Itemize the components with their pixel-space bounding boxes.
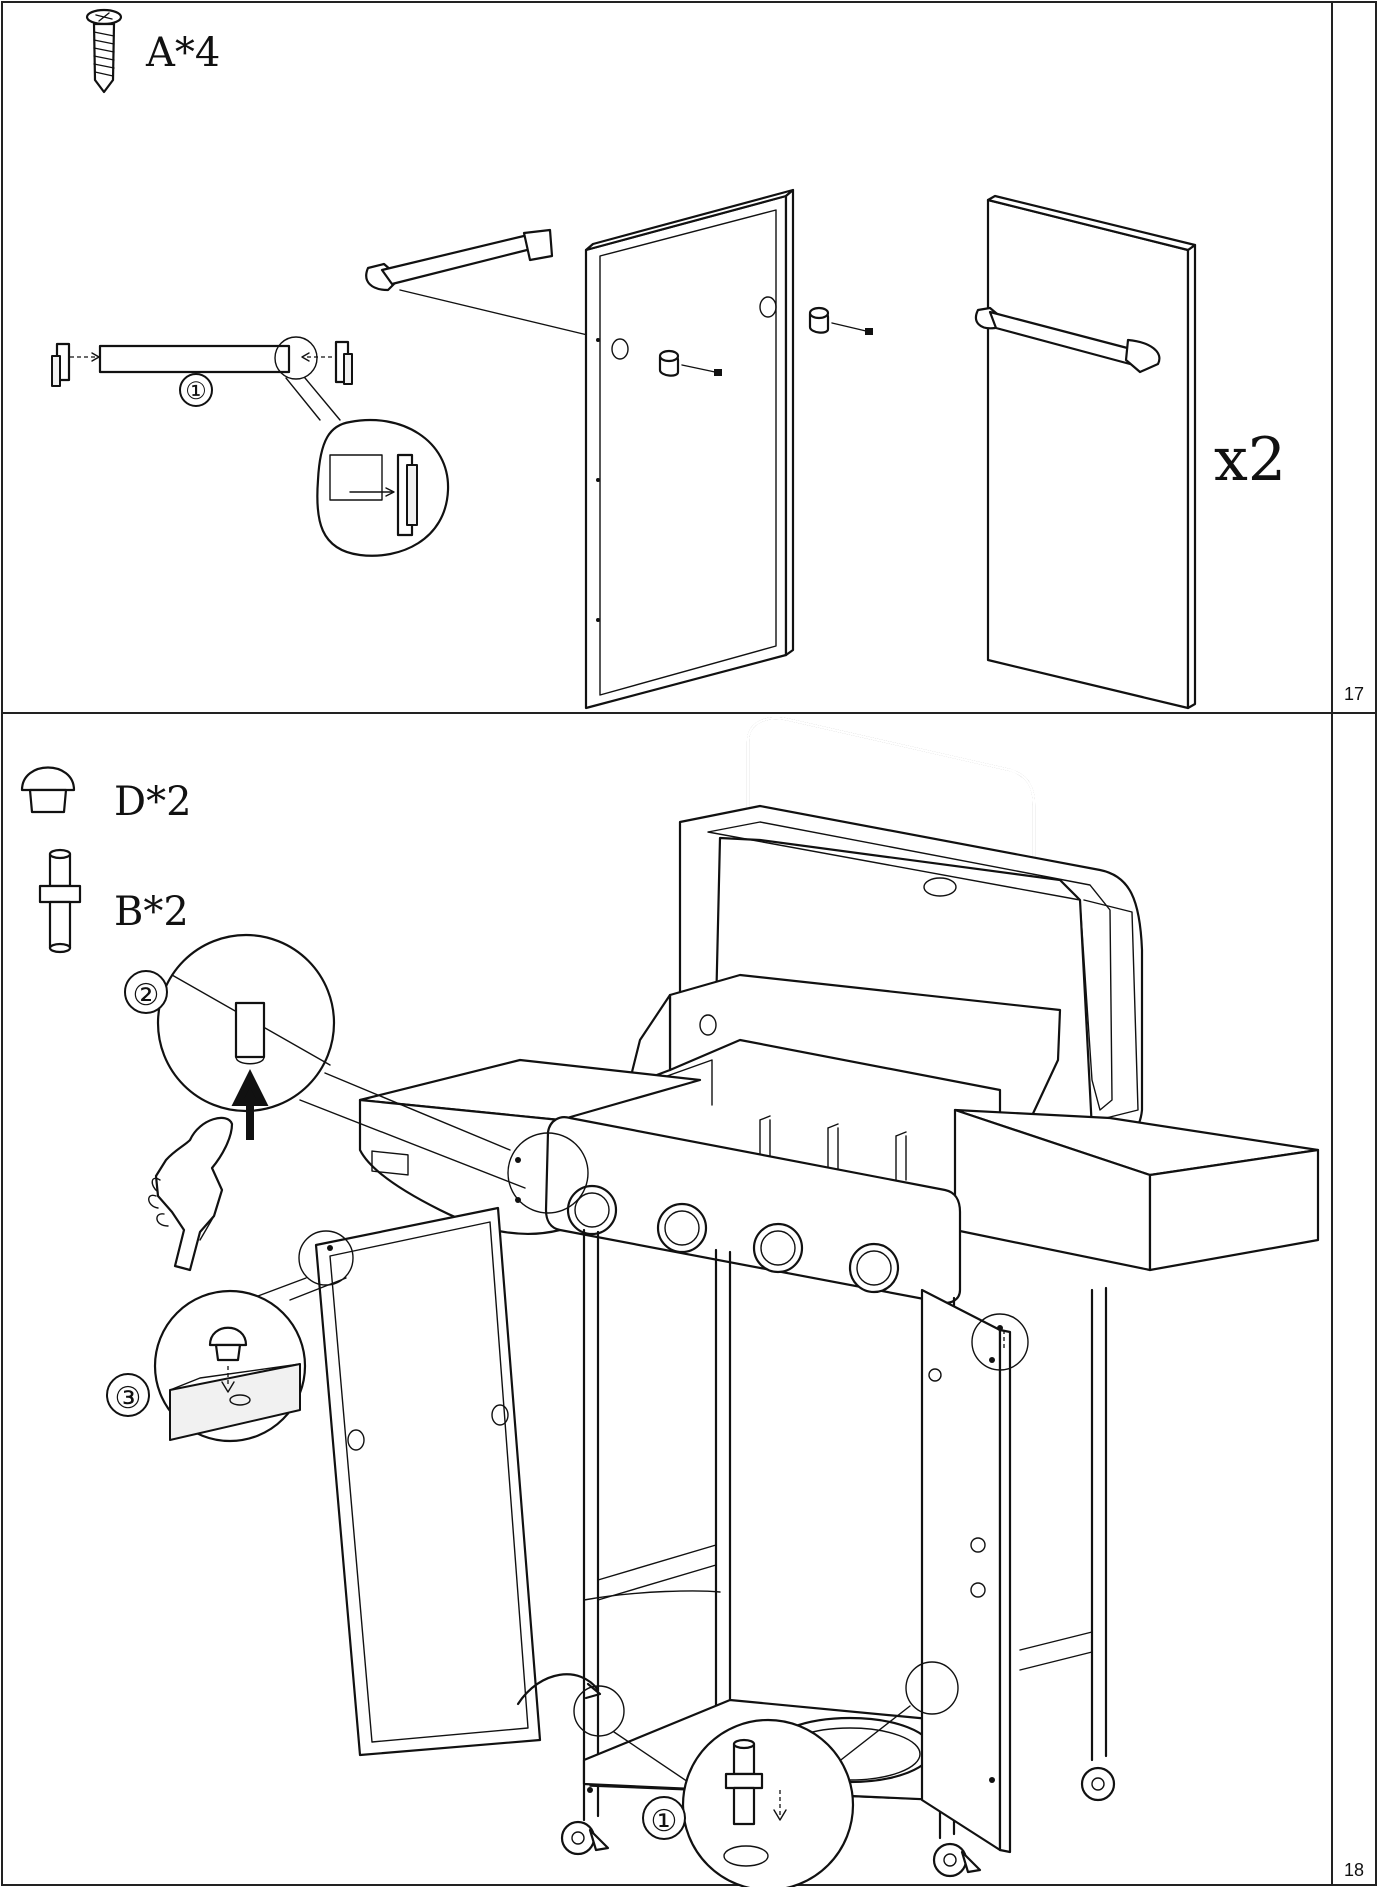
thumbs-up-icon <box>148 1116 234 1272</box>
hinge-bushing-right <box>808 306 873 335</box>
callout-3-detail: ③ <box>106 1230 1029 1443</box>
callout-3-step18: ③ <box>115 1381 142 1416</box>
callout-1-step18: ① <box>651 1804 678 1839</box>
door-panel-front <box>584 188 873 710</box>
caster-wheels <box>560 1766 1116 1878</box>
door-panel-assembled <box>974 194 1197 710</box>
step-17-panel: A*4 ① <box>51 8 1364 710</box>
callout-2-detail: ② <box>124 933 589 1214</box>
step-18-panel: D*2 B*2 <box>20 716 1364 1887</box>
cap-icon <box>20 766 76 814</box>
multiplier-label: x2 <box>1214 425 1286 495</box>
part-a-label: A*4 <box>145 30 220 76</box>
callout-2-step18: ② <box>133 978 160 1013</box>
door-bar-assembly: ① <box>51 336 450 557</box>
end-cap-left <box>51 342 100 387</box>
hinge-bushing-left <box>658 349 722 377</box>
burner-knobs <box>566 1184 900 1294</box>
end-cap-right <box>301 340 353 385</box>
left-door-swinging <box>314 1206 542 1757</box>
part-d-label: D*2 <box>114 779 192 825</box>
screw-icon <box>85 8 123 94</box>
callout-1-step17: ① <box>185 377 207 405</box>
part-b-label: B*2 <box>114 889 189 935</box>
right-door-installed <box>920 1288 1012 1854</box>
step-number-17: 17 <box>1344 684 1364 704</box>
callout-1-detail: ① <box>573 1661 959 1887</box>
pin-icon <box>38 848 82 954</box>
door-handle-exploded <box>365 228 601 339</box>
step-number-18: 18 <box>1344 1860 1364 1880</box>
